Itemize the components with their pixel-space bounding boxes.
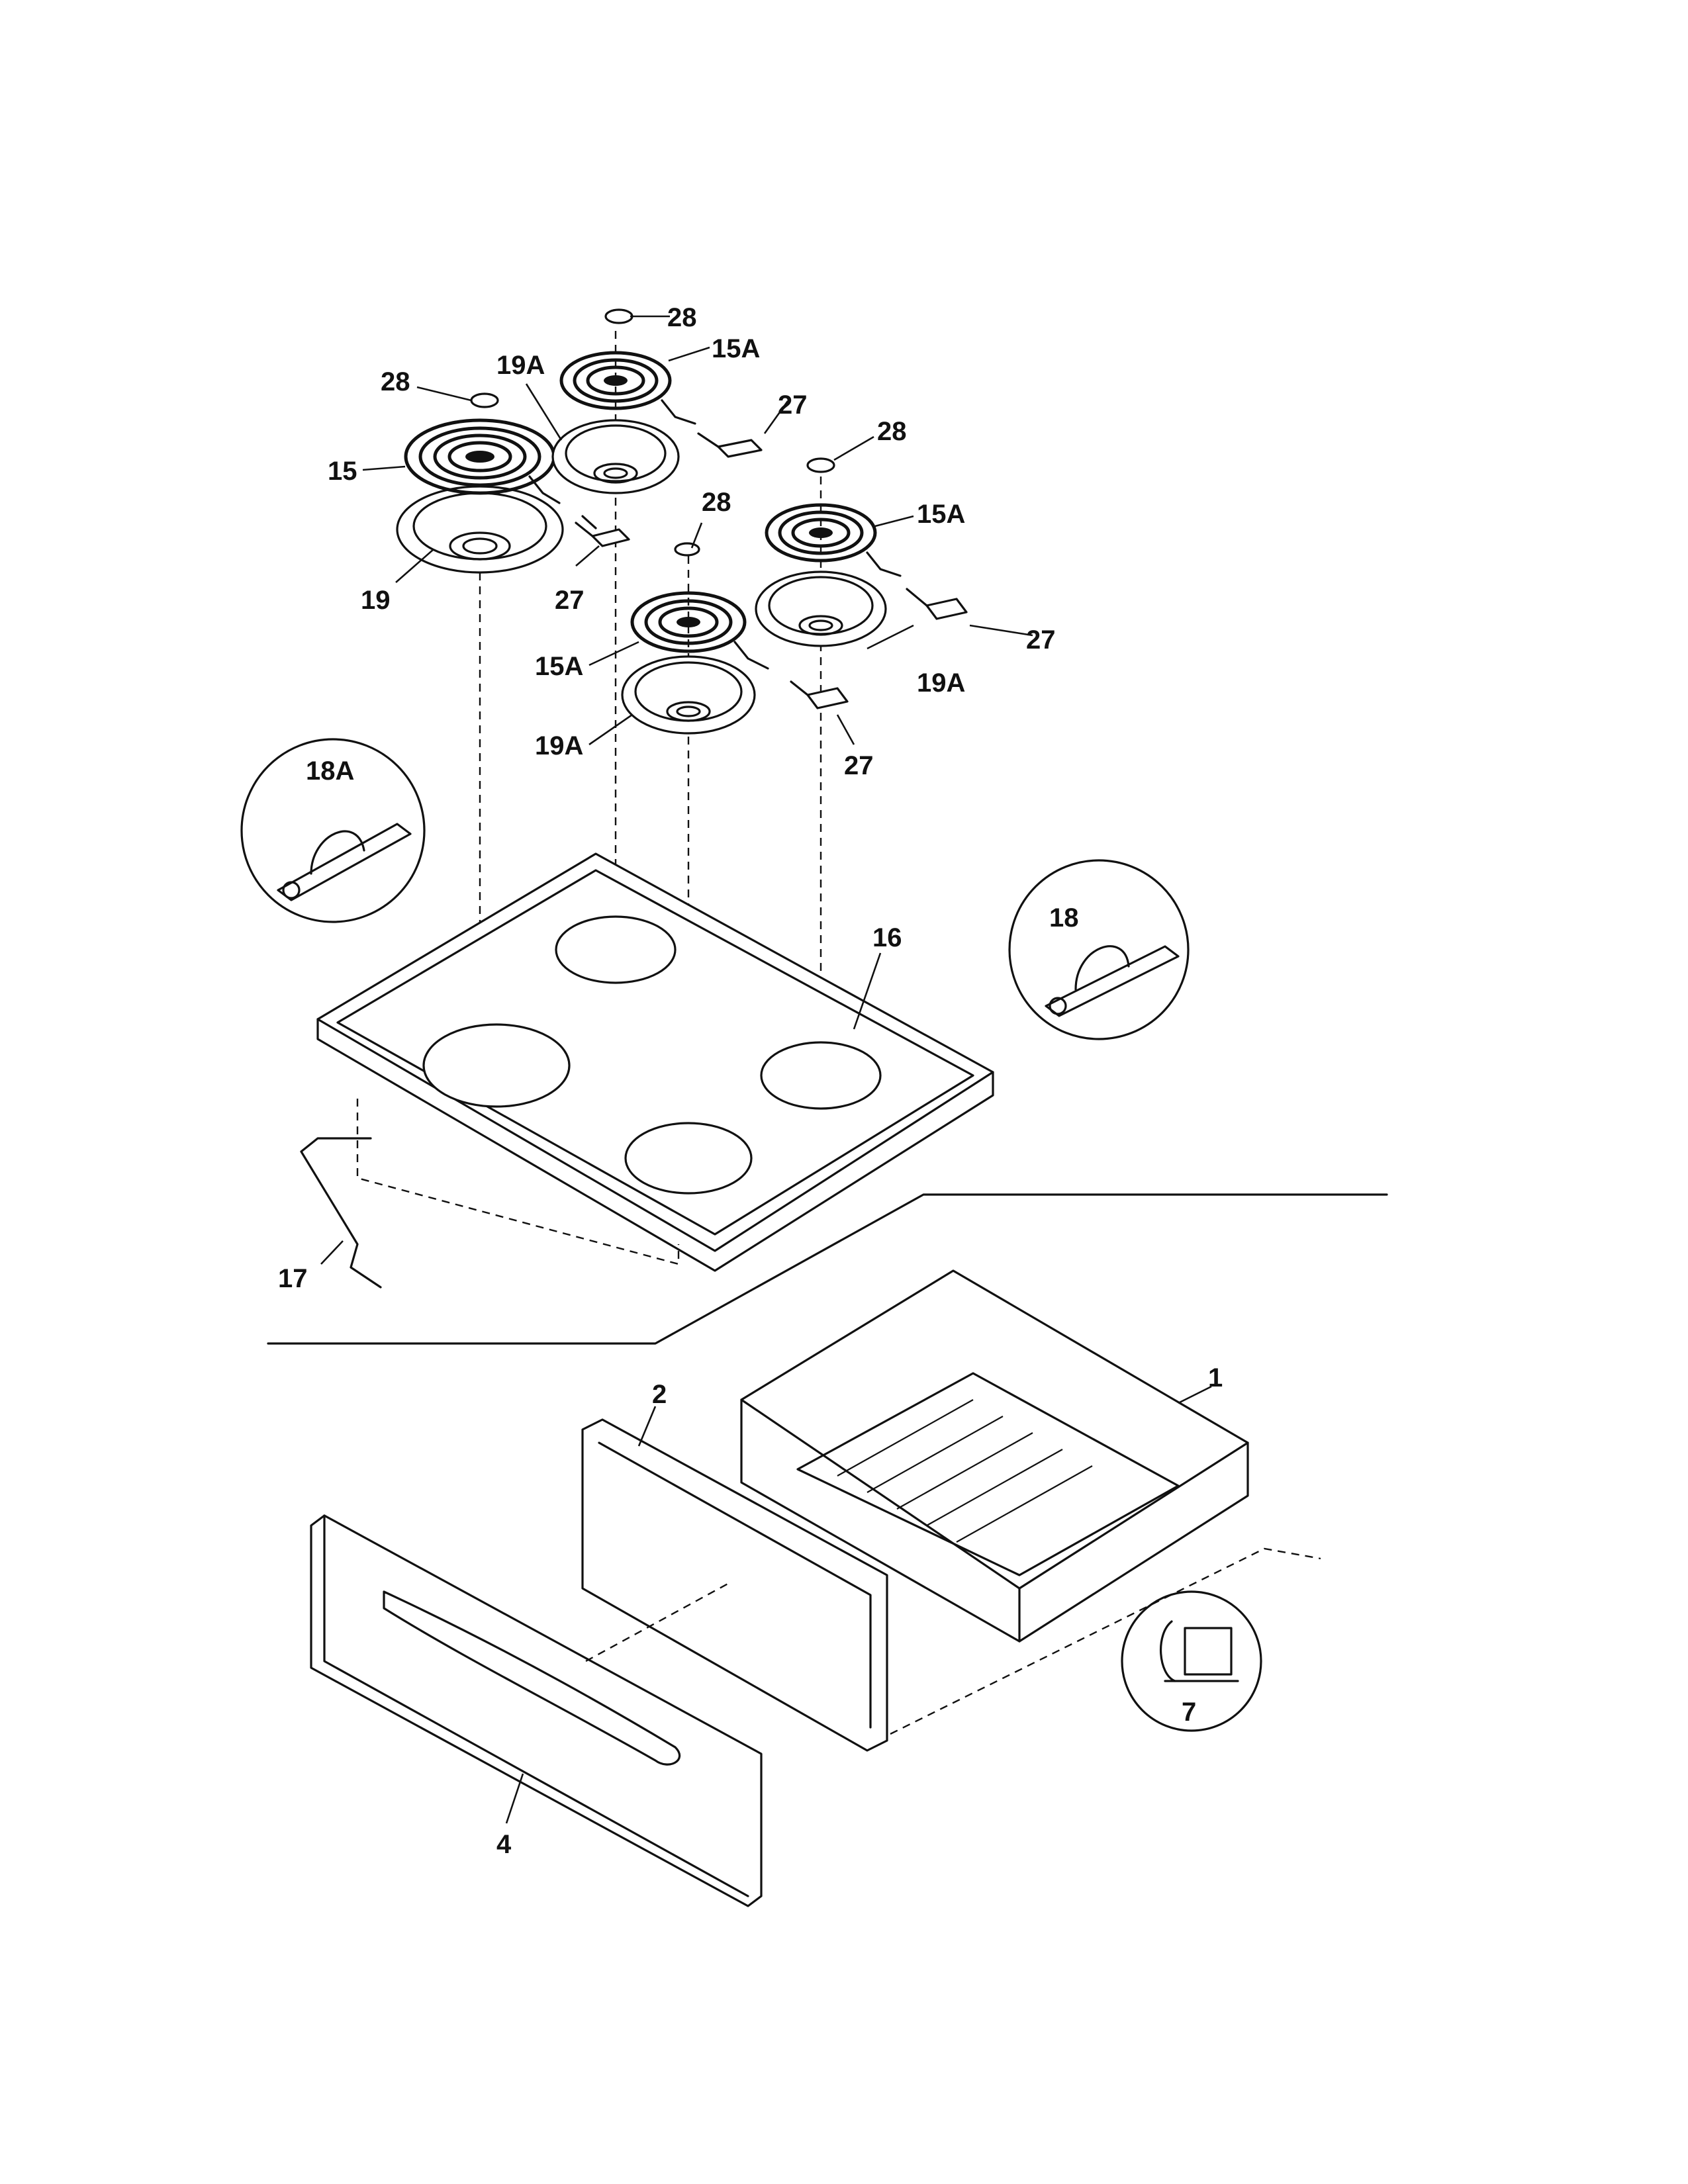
back-burner-assembly xyxy=(551,308,763,494)
front-coil-element xyxy=(630,591,769,670)
callout-27-left: 27 xyxy=(555,586,585,615)
drawer-body-1 xyxy=(740,1269,1249,1643)
terminal-block-front xyxy=(790,680,849,709)
callout-15a-back: 15A xyxy=(712,334,760,363)
callout-labels: 28 15A 28 19A 15 19 27 27 28 28 15A 15A … xyxy=(278,303,1223,1859)
callout-16: 16 xyxy=(872,923,902,952)
back-coil-element xyxy=(559,351,696,425)
section-divider xyxy=(267,1193,1388,1345)
callout-19: 19 xyxy=(361,586,391,615)
terminal-block-right xyxy=(906,588,968,620)
callout-19a-front: 19A xyxy=(535,731,583,760)
callout-4: 4 xyxy=(496,1830,512,1859)
detail-circle-18 xyxy=(1008,859,1190,1040)
callout-17: 17 xyxy=(278,1264,308,1293)
callout-15a-front: 15A xyxy=(535,652,583,681)
cooktop-main-top xyxy=(316,852,994,1272)
drawer-front-panel-4 xyxy=(310,1514,763,1907)
callout-15: 15 xyxy=(328,457,357,486)
callout-19a-right: 19A xyxy=(917,668,965,698)
callout-27-front: 27 xyxy=(844,751,874,780)
detail-circle-18a xyxy=(240,738,426,923)
callout-2: 2 xyxy=(652,1380,667,1409)
callout-28-right: 28 xyxy=(877,417,907,446)
support-rod-17 xyxy=(300,1099,680,1289)
callout-1: 1 xyxy=(1208,1363,1223,1392)
callout-15a-right: 15A xyxy=(917,500,965,529)
terminal-block-back xyxy=(697,432,763,458)
callout-18: 18 xyxy=(1049,903,1079,933)
callout-27-right: 27 xyxy=(1026,625,1056,655)
detail-circle-7 xyxy=(1121,1590,1262,1732)
callout-18a: 18A xyxy=(306,756,354,786)
callout-28-left: 28 xyxy=(381,367,410,396)
right-burner-assembly xyxy=(755,457,968,647)
callout-7: 7 xyxy=(1182,1698,1196,1727)
callout-28-front: 28 xyxy=(702,488,731,517)
callout-19a-back: 19A xyxy=(496,351,545,380)
large-burner-assembly xyxy=(396,392,630,574)
terminal-block-left xyxy=(575,515,630,547)
callout-27-back: 27 xyxy=(778,390,808,420)
callout-28-back: 28 xyxy=(667,303,697,332)
drawer-frame-2 xyxy=(581,1418,1321,1752)
front-burner-assembly xyxy=(621,542,849,735)
right-coil-element xyxy=(765,503,902,577)
leader-lines xyxy=(320,315,1212,1824)
